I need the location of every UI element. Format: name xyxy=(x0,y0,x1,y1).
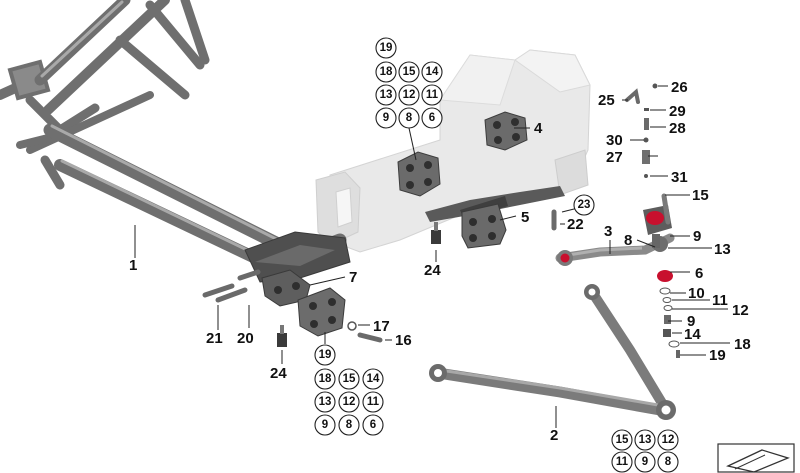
callout-numbers: 1 2 3 4 5 6 7 8 9 9 10 11 12 13 14 15 16… xyxy=(129,79,751,444)
bracket-5 xyxy=(461,203,507,249)
circled-label: 15 xyxy=(343,373,356,385)
callout-2: 2 xyxy=(550,427,558,444)
circled-group-23: 23 xyxy=(573,194,595,216)
circled-label: 8 xyxy=(406,112,413,124)
callout-17: 17 xyxy=(373,318,390,335)
circled-label: 18 xyxy=(380,66,393,78)
callout-7: 7 xyxy=(349,269,357,286)
circled-label: 12 xyxy=(403,89,416,101)
callout-1: 1 xyxy=(129,257,137,274)
lower-mount-bracket xyxy=(297,287,346,337)
callout-3: 3 xyxy=(604,223,612,240)
callout-6: 6 xyxy=(695,265,703,282)
callout-9-upper: 9 xyxy=(693,228,701,245)
circled-label: 12 xyxy=(662,434,675,446)
linkage-parts-25-31 xyxy=(625,83,658,178)
circled-label: 9 xyxy=(322,419,328,431)
circled-label: 11 xyxy=(426,89,439,101)
callout-30: 30 xyxy=(606,132,623,149)
circled-label: 9 xyxy=(642,456,648,468)
bolt-16 xyxy=(357,332,383,343)
callout-21: 21 xyxy=(206,330,223,347)
circled-label: 11 xyxy=(616,456,629,468)
lower-strut-2 xyxy=(429,284,676,420)
circled-label: 11 xyxy=(367,396,380,408)
circled-label: 14 xyxy=(367,373,380,385)
callout-26: 26 xyxy=(671,79,688,96)
circled-group-lower-right: 15 13 12 11 9 8 xyxy=(611,429,679,473)
callout-25: 25 xyxy=(598,92,615,109)
callout-13: 13 xyxy=(714,241,731,258)
callout-31: 31 xyxy=(671,169,688,186)
circled-label: 6 xyxy=(370,419,376,431)
washer-17 xyxy=(347,321,357,331)
small-hardware-stack xyxy=(659,287,680,358)
callout-18: 18 xyxy=(734,336,751,353)
callout-8: 8 xyxy=(624,232,632,249)
frame-node xyxy=(244,231,351,283)
callout-19: 19 xyxy=(709,347,726,364)
circled-label: 8 xyxy=(346,419,353,431)
callout-14: 14 xyxy=(684,326,701,343)
leader-lines xyxy=(134,85,730,428)
circled-label: 13 xyxy=(380,89,393,101)
callout-16: 16 xyxy=(395,332,412,349)
circled-label: 8 xyxy=(665,456,672,468)
circled-label: 19 xyxy=(319,349,332,361)
callout-29: 29 xyxy=(669,103,686,120)
rubber-mount-24-lower xyxy=(277,325,287,347)
bolt-15 xyxy=(661,193,671,225)
circled-label: 13 xyxy=(319,396,332,408)
callout-4: 4 xyxy=(534,120,543,137)
circled-group-bottom: 19 18 15 14 13 12 11 9 8 6 xyxy=(314,332,384,436)
callout-10: 10 xyxy=(688,285,705,302)
callout-5: 5 xyxy=(521,209,529,226)
circled-label: 18 xyxy=(319,373,332,385)
bushing-6 xyxy=(657,270,673,282)
circled-label: 23 xyxy=(578,199,591,211)
rubber-mount-24-upper xyxy=(431,222,441,244)
engine-mount-front xyxy=(397,151,441,197)
callout-15: 15 xyxy=(692,187,709,204)
circled-label: 14 xyxy=(426,66,439,78)
circled-label: 15 xyxy=(616,434,629,446)
callout-28: 28 xyxy=(669,120,686,137)
callout-11: 11 xyxy=(712,292,728,309)
bolts-20-21 xyxy=(202,269,261,303)
callout-27: 27 xyxy=(606,149,623,166)
callout-24-lower: 24 xyxy=(270,365,287,382)
circled-label: 13 xyxy=(639,434,652,446)
circled-label: 6 xyxy=(429,112,435,124)
callout-20: 20 xyxy=(237,330,254,347)
orientation-box-icon xyxy=(717,443,795,473)
circled-label: 12 xyxy=(343,396,356,408)
callout-12: 12 xyxy=(732,302,749,319)
callout-22: 22 xyxy=(567,216,584,233)
frame-highlights xyxy=(40,0,300,262)
circled-group-top: 19 18 15 14 13 12 11 9 8 6 xyxy=(375,37,443,161)
callout-24-upper: 24 xyxy=(424,262,441,279)
circled-label: 19 xyxy=(380,42,393,54)
engine-mount-4 xyxy=(484,111,528,151)
engine-block xyxy=(315,49,591,253)
trellis-frame xyxy=(0,0,347,271)
circled-label: 9 xyxy=(383,112,389,124)
circled-label: 15 xyxy=(403,66,416,78)
callout-9-lower: 9 xyxy=(687,313,695,330)
